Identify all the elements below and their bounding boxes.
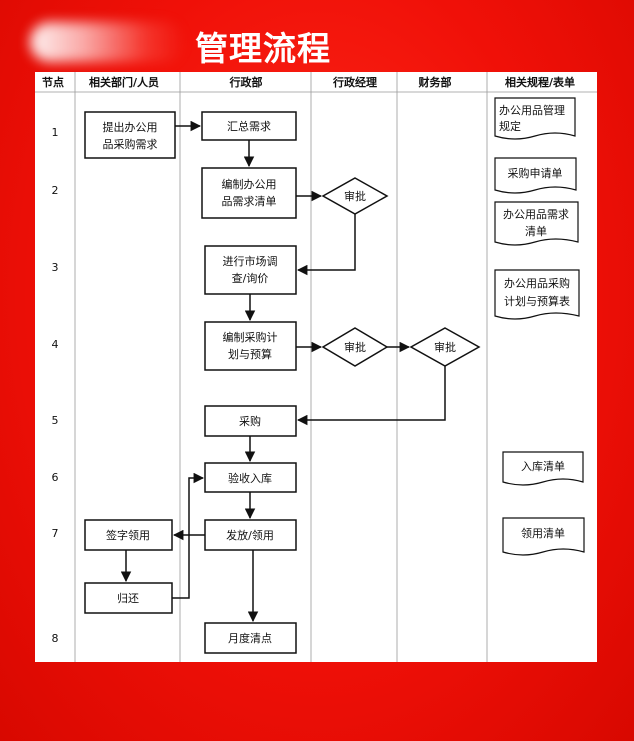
step-purchase-label: 采购 [239,414,261,428]
node-numbers: 1 2 3 4 5 6 7 8 [52,126,59,645]
step-request [84,111,176,159]
arrow [296,366,446,426]
step-issue-label: 发放/领用 [226,528,274,542]
step-market-survey-line1: 进行市场调 [223,254,278,268]
column-header-node: 节点 [42,75,64,89]
doc-purchase-form-label: 采购申请单 [508,166,563,180]
doc-plan-table [494,269,580,320]
doc-demand-list-line2: 清单 [525,225,547,238]
lane-lines [35,72,597,662]
header-row: 节点 相关部门/人员 行政部 行政经理 财务部 相关规程/表单 [42,75,575,89]
page-title: 管理流程 [195,29,331,68]
decision-approve-1-label: 审批 [344,189,366,203]
step-summary-label: 汇总需求 [227,119,271,133]
step-request-line1: 提出办公用 [103,120,158,134]
step-return-label: 归还 [117,591,139,605]
step-compile-list-line1: 编制办公用 [222,177,277,191]
step-plan-budget-line2: 划与预算 [228,347,272,361]
blurred-logo [30,22,185,62]
node-number: 4 [52,338,59,351]
node-number: 1 [52,126,59,139]
doc-receive-list [502,517,585,556]
title-bar: 管理流程 [0,0,634,80]
doc-plan-table-line2: 计划与预算表 [504,294,570,308]
step-inspect-label: 验收入库 [228,471,272,485]
decision-approve-2-label: 审批 [344,340,366,354]
step-issue [204,519,297,551]
decision-approve-3-label: 审批 [434,340,456,354]
doc-demand-list-line1: 办公用品需求 [503,208,569,221]
step-request-line2: 品采购需求 [103,137,158,151]
step-plan-budget [204,321,297,371]
doc-warehouse-list [502,451,584,486]
doc-demand-list [494,201,579,246]
node-number: 7 [52,527,59,540]
connectors [120,120,446,623]
step-return [84,582,173,614]
step-compile-list [201,167,297,219]
node-number: 3 [52,261,59,274]
doc-regulation-line1: 办公用品管理 [499,103,565,117]
step-monthly-check-label: 月度清点 [228,631,272,645]
step-monthly-check [204,622,297,654]
doc-regulation [494,97,576,140]
step-market-survey-line2: 查/询价 [232,271,269,285]
node-number: 5 [52,414,59,427]
column-header-admin: 行政部 [229,75,263,89]
column-header-forms: 相关规程/表单 [505,75,575,89]
doc-purchase-form [494,157,577,194]
node-number: 8 [52,632,59,645]
step-compile-list-line2: 品需求清单 [222,195,277,208]
doc-warehouse-list-label: 入库清单 [521,460,565,473]
step-market-survey [204,245,297,295]
column-header-finance: 财务部 [418,75,452,89]
arrow [296,214,356,276]
column-header-admin-manager: 行政经理 [332,75,377,89]
flowchart-sheet: 节点 相关部门/人员 行政部 行政经理 财务部 相关规程/表单 1 2 3 4 … [35,72,597,662]
doc-regulation-line2: 规定 [499,119,521,133]
doc-receive-list-label: 领用清单 [521,527,565,540]
doc-plan-table-line1: 办公用品采购 [504,276,570,290]
step-sign-receive [84,519,173,551]
node-number: 2 [52,184,59,197]
step-inspect [204,462,297,493]
step-sign-receive-label: 签字领用 [106,528,150,542]
column-header-department: 相关部门/人员 [89,75,159,89]
node-number: 6 [52,471,59,484]
decision-approve-manager-2 [321,327,389,367]
flowchart: 节点 相关部门/人员 行政部 行政经理 财务部 相关规程/表单 1 2 3 4 … [35,72,597,662]
step-plan-budget-line1: 编制采购计 [223,330,278,344]
step-purchase [204,405,297,437]
arrow [172,472,205,599]
